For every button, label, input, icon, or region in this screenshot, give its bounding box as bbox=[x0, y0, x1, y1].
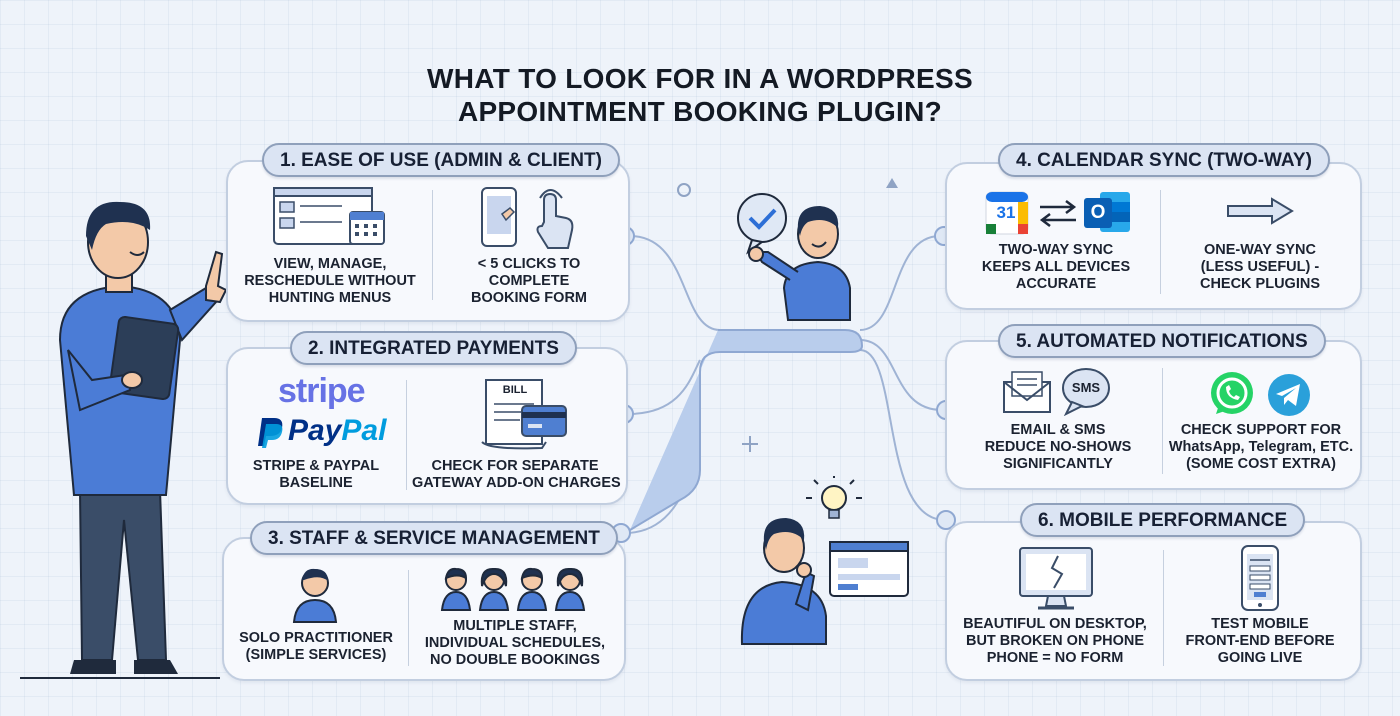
card-divider bbox=[1160, 190, 1161, 294]
flow-path bbox=[629, 329, 864, 531]
caption-stripe-paypal: STRIPE & PAYPAL BASELINE bbox=[252, 458, 380, 491]
caption-admin: VIEW, MANAGE, RESCHEDULE WITHOUT HUNTING… bbox=[244, 256, 416, 306]
caption-solo: SOLO PRACTITIONER (SIMPLE SERVICES) bbox=[239, 630, 393, 663]
caption-one-way-sync: ONE-WAY SYNC (LESS USEFUL) - CHECK PLUGI… bbox=[1199, 242, 1321, 292]
title-line-2: APPOINTMENT BOOKING PLUGIN? bbox=[457, 96, 943, 127]
title-line-1: WHAT TO LOOK FOR IN A WORDPRESS bbox=[427, 63, 973, 94]
heading-integrated-payments: 2. INTEGRATED PAYMENTS bbox=[290, 331, 577, 365]
card-divider bbox=[406, 380, 407, 490]
heading-ease-of-use: 1. EASE OF USE (ADMIN & CLIENT) bbox=[262, 143, 620, 177]
heading-staff-service: 3. STAFF & SERVICE MANAGEMENT bbox=[250, 521, 618, 555]
email-icon bbox=[1003, 371, 1051, 413]
caption-multiple-staff: MULTIPLE STAFF, INDIVIDUAL SCHEDULES, NO… bbox=[424, 618, 606, 668]
card-calendar-sync bbox=[945, 162, 1362, 310]
card-divider bbox=[408, 570, 409, 666]
caption-test-mobile: TEST MOBILE FRONT-END BEFORE GOING LIVE bbox=[1185, 616, 1335, 666]
page-title: WHAT TO LOOK FOR IN A WORDPRESS APPOINTM… bbox=[330, 62, 1070, 128]
mobile-phone-icon bbox=[1241, 545, 1279, 611]
deco-triangle bbox=[886, 178, 898, 188]
deco-plus bbox=[742, 436, 758, 452]
heading-mobile-performance: 6. MOBILE PERFORMANCE bbox=[1020, 503, 1306, 537]
staff-team-icon bbox=[440, 567, 586, 611]
heading-automated-notifications: 5. AUTOMATED NOTIFICATIONS bbox=[998, 324, 1326, 358]
card-divider bbox=[1163, 550, 1164, 666]
caption-gateway-charges: CHECK FOR SEPARATE GATEWAY ADD-ON CHARGE… bbox=[412, 458, 621, 491]
bill-card-icon bbox=[481, 379, 567, 450]
one-way-arrow-icon bbox=[1227, 197, 1294, 225]
person-with-tablet-illustration bbox=[20, 201, 228, 679]
stripe-logo: stripe bbox=[278, 372, 366, 410]
google-calendar-icon bbox=[985, 191, 1029, 235]
sms-bubble-icon bbox=[1062, 368, 1110, 416]
paypal-icon bbox=[258, 418, 283, 448]
card-divider bbox=[1162, 368, 1163, 474]
card-divider bbox=[432, 190, 433, 300]
broken-desktop-icon bbox=[1019, 547, 1093, 610]
heading-calendar-sync: 4. CALENDAR SYNC (TWO-WAY) bbox=[998, 143, 1330, 177]
google-calendar-day: 31 bbox=[996, 203, 1016, 222]
caption-booking-clicks: < 5 CLICKS TO COMPLETE BOOKING FORM bbox=[471, 256, 587, 306]
paypal-logo: PayPal bbox=[288, 414, 387, 447]
caption-two-way-sync: TWO-WAY SYNC KEEPS ALL DEVICES ACCURATE bbox=[981, 242, 1131, 292]
card-mobile-performance bbox=[945, 521, 1362, 681]
person-check-illustration bbox=[737, 193, 851, 321]
phone-tap-icon bbox=[481, 187, 574, 249]
caption-messaging-support: CHECK SUPPORT FOR WhatsApp, Telegram, ET… bbox=[1168, 422, 1354, 472]
telegram-icon bbox=[1268, 374, 1310, 416]
person-thinking-illustration bbox=[740, 476, 909, 645]
caption-broken-on-phone: BEAUTIFUL ON DESKTOP, BUT BROKEN ON PHON… bbox=[963, 616, 1147, 666]
deco-circle bbox=[677, 183, 691, 197]
bill-label: BILL bbox=[502, 384, 528, 396]
two-way-arrows-icon bbox=[1039, 200, 1077, 227]
whatsapp-icon bbox=[1211, 372, 1253, 414]
outlook-icon bbox=[1084, 192, 1130, 232]
caption-email-sms: EMAIL & SMS REDUCE NO-SHOWS SIGNIFICANTL… bbox=[984, 422, 1132, 472]
solo-person-icon bbox=[292, 568, 338, 623]
outlook-letter: O bbox=[1090, 202, 1106, 223]
sms-label: SMS bbox=[1071, 380, 1101, 395]
admin-dashboard-icon bbox=[273, 187, 385, 245]
node-6 bbox=[936, 510, 956, 530]
